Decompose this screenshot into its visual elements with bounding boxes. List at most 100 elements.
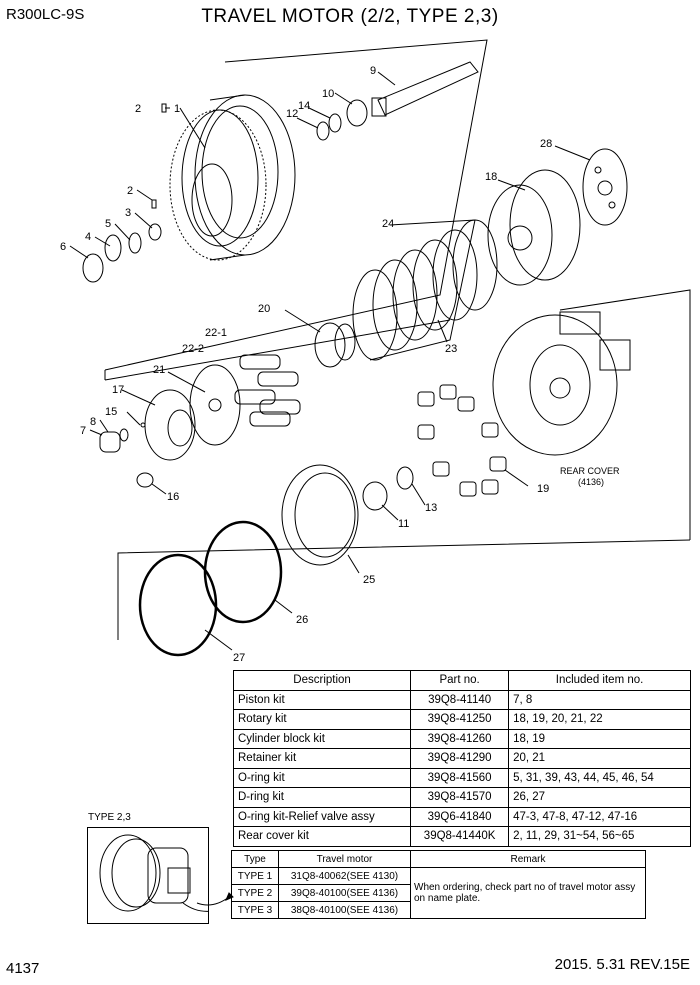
kit-part-no: 39Q6-41840 xyxy=(410,806,510,827)
bearing-part-4 xyxy=(104,234,122,262)
kit-description: Retainer kit xyxy=(232,748,412,769)
callout-24: 24 xyxy=(382,218,394,230)
revision-date: 2015. 5.31 REV.15E xyxy=(554,956,690,973)
piston-part-7 xyxy=(99,431,121,453)
callout-14: 14 xyxy=(298,100,310,112)
ring-gear-part xyxy=(281,464,359,566)
type-name: TYPE 1 xyxy=(231,867,279,885)
callout-28: 28 xyxy=(540,138,552,150)
kit-col-description: Description xyxy=(232,670,412,691)
kit-part-no: 39Q8-41560 xyxy=(410,767,510,788)
valve-plate-part xyxy=(582,148,628,226)
ring-part-8 xyxy=(119,428,129,442)
kit-col-included: Included item no. xyxy=(508,670,691,691)
callout-18: 18 xyxy=(485,171,497,183)
leader-lines xyxy=(69,71,591,651)
callout-10: 10 xyxy=(322,88,334,100)
bearing-part-11 xyxy=(362,481,388,511)
kit-description: Piston kit xyxy=(232,689,412,710)
callout-2b: 2 xyxy=(127,185,133,197)
type-motor-part: 39Q8-40100(SEE 4136) xyxy=(278,884,411,902)
retainer-plate-part xyxy=(189,364,241,446)
rear-cover-ref: (4136) xyxy=(578,477,604,487)
model-code: R300LC-9S xyxy=(6,6,85,23)
callout-2: 2 xyxy=(135,103,141,115)
callout-8: 8 xyxy=(90,416,96,428)
callout-6: 6 xyxy=(60,241,66,253)
table-row: TYPE 2 39Q8-40100(SEE 4136) xyxy=(231,884,646,902)
kit-description: O-ring kit-Relief valve assy xyxy=(232,806,412,827)
kit-part-no: 39Q8-41250 xyxy=(410,709,510,730)
kit-description: D-ring kit xyxy=(232,787,412,808)
ring-part-3 xyxy=(148,223,162,241)
kit-description: O-ring kit xyxy=(232,767,412,788)
housing-part xyxy=(169,94,296,261)
kit-included: 47-3, 47-8, 47-12, 47-16 xyxy=(508,806,691,827)
kit-description: Rear cover kit xyxy=(232,826,412,847)
shaft-part xyxy=(371,61,479,117)
type-table: Type Travel motor Remark TYPE 1 31Q8-400… xyxy=(231,850,646,919)
callout-23: 23 xyxy=(445,343,457,355)
d-ring-part-27 xyxy=(138,553,218,657)
page-title: TRAVEL MOTOR (2/2, TYPE 2,3) xyxy=(201,6,499,27)
type-motor-illustration xyxy=(99,834,229,912)
kit-part-no: 39Q8-41290 xyxy=(410,748,510,769)
callout-4: 4 xyxy=(85,231,91,243)
table-row: TYPE 1 31Q8-40062(SEE 4130) When orderin… xyxy=(231,867,646,919)
type-name: TYPE 3 xyxy=(231,901,279,919)
spherical-bush-part xyxy=(314,322,356,368)
kit-included: 2, 11, 29, 31~54, 56~65 xyxy=(508,826,691,847)
callout-13: 13 xyxy=(425,502,437,514)
kit-included: 18, 19 xyxy=(508,728,691,749)
ring-part-12 xyxy=(316,121,330,141)
ring-part-13 xyxy=(396,466,414,490)
springs-part xyxy=(417,384,507,497)
callout-1: 1 xyxy=(174,103,180,115)
kit-part-no: 39Q8-41140 xyxy=(410,689,510,710)
type-name: TYPE 2 xyxy=(231,884,279,902)
kit-part-no: 39Q8-41570 xyxy=(410,787,510,808)
callout-11: 11 xyxy=(398,518,409,530)
arrow-icon xyxy=(196,892,234,906)
callout-27: 27 xyxy=(233,652,245,664)
type-col-type: Type xyxy=(231,850,279,868)
callout-21: 21 xyxy=(153,364,165,376)
type-box xyxy=(87,827,229,924)
type-col-remark: Remark xyxy=(410,850,646,868)
ring-part-14 xyxy=(328,113,342,133)
type-col-travel-motor: Travel motor xyxy=(278,850,411,868)
kit-description: Cylinder block kit xyxy=(232,728,412,749)
kit-col-part-no: Part no. xyxy=(410,670,510,691)
callout-16: 16 xyxy=(167,491,179,503)
piston-assy-part xyxy=(234,354,301,427)
kit-included: 7, 8 xyxy=(508,689,691,710)
kit-included: 26, 27 xyxy=(508,787,691,808)
frame-lines xyxy=(104,39,691,640)
callout-15: 15 xyxy=(105,406,117,418)
flange-part xyxy=(144,389,196,461)
washer-part-16 xyxy=(136,472,154,488)
kit-table-header-row: Description Part no. Included item no. xyxy=(232,670,691,691)
callout-25: 25 xyxy=(363,574,375,586)
callout-22-2: 22-2 xyxy=(182,343,204,355)
callout-12: 12 xyxy=(286,108,298,120)
callout-7: 7 xyxy=(80,425,86,437)
type-box-label: TYPE 2,3 xyxy=(88,812,131,823)
rear-cover-label: REAR COVER xyxy=(560,466,620,476)
kit-description: Rotary kit xyxy=(232,709,412,730)
oring-part-5 xyxy=(128,232,142,254)
callout-20: 20 xyxy=(258,303,270,315)
type-motor-part: 31Q8-40062(SEE 4130) xyxy=(278,867,411,885)
type-motor-part: 38Q8-40100(SEE 4136) xyxy=(278,901,411,919)
kit-included: 20, 21 xyxy=(508,748,691,769)
callout-labels: 1 2 2 3 4 5 6 7 8 9 10 11 12 13 14 15 16… xyxy=(60,65,620,664)
callout-26: 26 xyxy=(296,614,308,626)
callout-17: 17 xyxy=(112,384,124,396)
